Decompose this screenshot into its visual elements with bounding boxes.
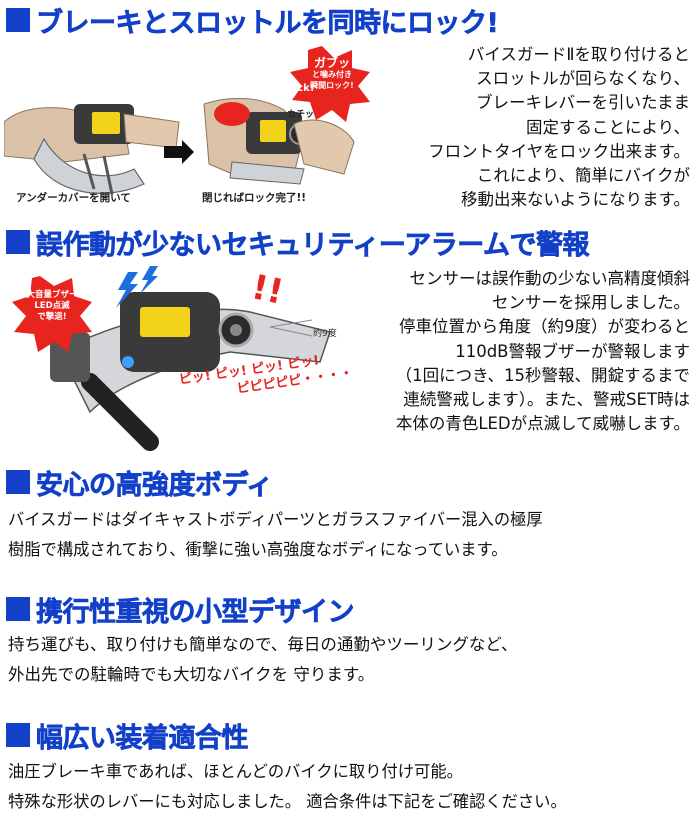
heading-square-icon (6, 723, 30, 747)
caption-lock-complete: 閉じればロック完了!! (202, 192, 307, 204)
angle-indicator-icon (269, 319, 313, 337)
section-heading-design: 携行性重視の小型デザイン (6, 589, 355, 629)
arrow-right-icon (164, 140, 194, 164)
compatibility-description: 油圧ブレーキ車であれば、ほとんどのバイクに取り付け可能。 特殊な形状のレバーにも… (8, 762, 567, 811)
lightning-icon (140, 266, 158, 294)
lock-description: バイスガードⅡを取り付けると スロットルが回らなくなり、 ブレーキレバーを引いた… (428, 45, 690, 210)
section-heading-compatibility: 幅広い装着適合性 (6, 715, 249, 755)
alarm-illustration-svg (12, 266, 331, 451)
alarm-illustration (0, 262, 370, 452)
lock-label: Lock! (284, 83, 315, 94)
lock-illustration-svg (3, 46, 370, 195)
alarm-badge: 大音量ブザー LED点滅 で撃退! (26, 290, 78, 322)
lightning-icon (116, 272, 138, 308)
alarm-device-graphic (120, 292, 254, 372)
hand-right-graphic (203, 97, 355, 185)
caption-open-cover: アンダーカバーを開いて (16, 192, 131, 204)
heading-square-icon (6, 597, 30, 621)
section-heading-alarm: 誤作動が少ないセキュリティーアラームで警報 (6, 222, 590, 262)
click-label: カチッ (287, 110, 315, 120)
badge-burst-shape (12, 276, 92, 352)
section-heading-lock: ブレーキとスロットルを同時にロック! (6, 0, 499, 40)
alarm-description: センサーは誤作動の少ない高精度傾斜 センサーを採用しました。 停車位置から角度（… (395, 269, 690, 434)
heading-square-icon (6, 8, 30, 32)
lock-illustration (3, 44, 374, 214)
angle-label: 約9度 (313, 329, 337, 339)
heading-square-icon (6, 230, 30, 254)
design-description: 持ち運びも、取り付けも簡単なので、毎日の通勤やツーリングなど、 外出先での駐輪時… (8, 635, 518, 684)
heading-square-icon (6, 470, 30, 494)
burst-shape (290, 46, 370, 122)
body-description: バイスガードはダイキャストボディパーツとガラスファイバー混入の極厚 樹脂で構成さ… (8, 510, 543, 559)
burst-text: ガブッ と噛み付き 瞬間ロック! (310, 56, 354, 90)
hand-left-graphic (3, 104, 180, 195)
section-heading-body: 安心の高強度ボディ (6, 462, 273, 502)
